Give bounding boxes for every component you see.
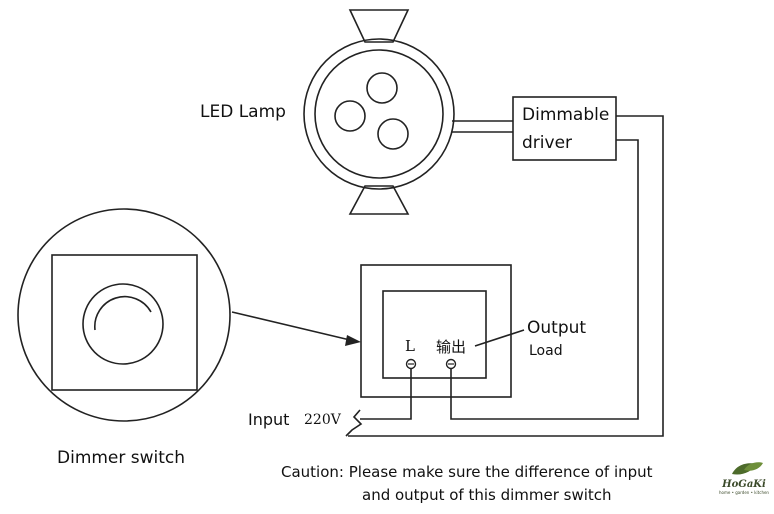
zoom-knob	[82, 283, 164, 365]
terminal-l-label: L	[405, 337, 415, 355]
voltage-label: 220V	[304, 412, 341, 428]
caution-line-1: Caution: Please make sure the difference…	[281, 463, 653, 481]
driver-wire-inner	[450, 139, 639, 420]
output-label: Output	[527, 318, 587, 338]
driver-wire-outer	[348, 115, 664, 437]
zoom-switch-plate	[51, 254, 198, 391]
switch-inner-plate	[382, 290, 487, 379]
lamp-led-1	[334, 100, 366, 132]
lamp-bottom-bracket	[348, 185, 410, 215]
zoom-knob-mark	[94, 295, 152, 331]
lamp-outer-ring	[303, 38, 455, 190]
dimmable-driver-box	[512, 96, 617, 161]
led-lamp	[303, 9, 455, 215]
switch-outer-plate	[360, 264, 512, 398]
load-label: Load	[529, 343, 563, 359]
dimmable-driver-label-line2: driver	[522, 133, 573, 153]
dimmer-switch-label: Dimmer switch	[57, 448, 186, 468]
zoom-pointer-arrowhead	[345, 335, 361, 346]
led-lamp-label: LED Lamp	[200, 102, 286, 122]
zoom-pointer-line	[231, 311, 351, 341]
hogaki-brand-tagline: home • garden • kitchen	[719, 490, 769, 495]
lamp-inner-ring	[314, 49, 444, 179]
hogaki-brand: HoGaKi home • garden • kitchen	[716, 460, 772, 495]
output-pointer-line	[474, 329, 525, 347]
lamp-led-2	[366, 72, 398, 104]
hogaki-logo-icon	[732, 462, 763, 475]
terminal-output-cn-label: 输出	[436, 338, 467, 356]
hogaki-brand-name: HoGaKi	[722, 479, 766, 490]
input-l-wire	[360, 369, 412, 420]
lamp-led-3	[377, 118, 409, 150]
dimmable-driver-label-line1: Dimmable	[522, 105, 610, 125]
caution-line-2: and output of this dimmer switch	[362, 486, 612, 504]
input-zigzag	[345, 409, 363, 437]
zoom-circle	[17, 208, 231, 422]
input-label: Input	[248, 410, 290, 429]
lamp-top-bracket	[348, 9, 410, 43]
dimmer-switch-zoom	[17, 208, 231, 422]
